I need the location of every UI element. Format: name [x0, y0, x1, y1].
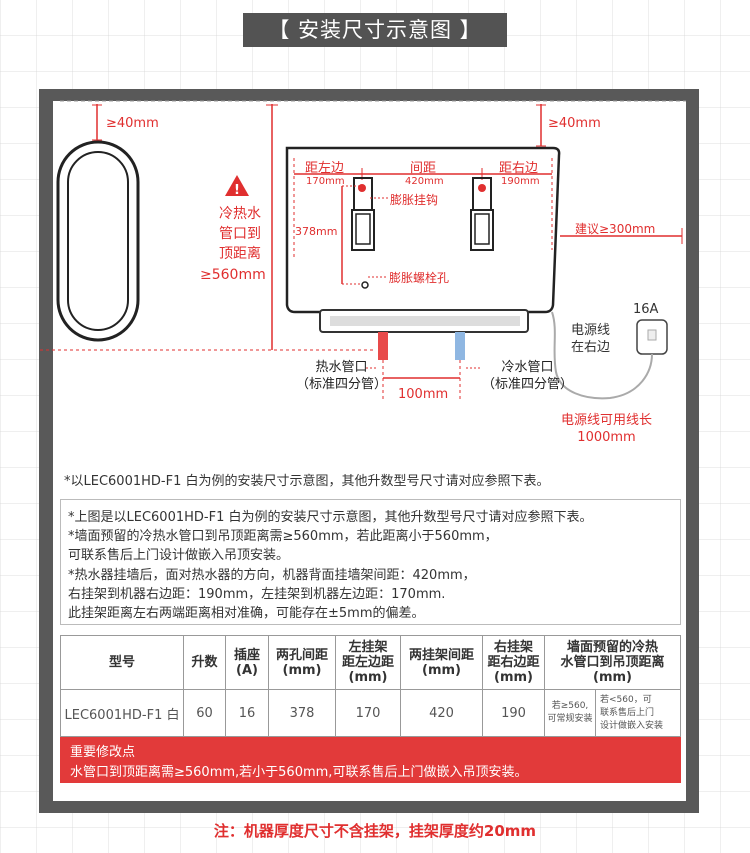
spec-table: 型号 升数 插座 (A) 两孔间距 (mm) 左挂架 距左边距 (mm) 两挂架…: [60, 635, 681, 737]
gap-left-label: ≥40mm: [106, 116, 159, 131]
header-cell: 升数: [183, 635, 226, 690]
note-line: 可联系售后上门设计做嵌入吊顶安装。: [68, 548, 290, 563]
note-line: *热水器挂墙后，面对热水器的方向，机器背面挂墙架间距：420mm，: [68, 568, 476, 583]
header-cell: 插座 (A): [225, 635, 269, 690]
dist-left-label: 距左边: [305, 161, 345, 176]
power-cord: [551, 311, 653, 400]
page-title: 【 安装尺寸示意图 】: [243, 13, 507, 47]
spacing-label: 间距: [410, 161, 437, 176]
important-title: 重要修改点: [70, 745, 136, 760]
header-cell: 左挂架 距左边距 (mm): [335, 635, 401, 690]
bolt-label: 膨胀螺栓孔: [389, 271, 450, 285]
important-text: 水管口到顶距离需≥560mm,若小于560mm,可联系售后上门做嵌入吊顶安装。: [70, 765, 528, 780]
header-cell: 两挂架间距 (mm): [400, 635, 483, 690]
install-embed-cell: 若<560，可 联系售后上门 设计做嵌入安装: [595, 689, 681, 737]
hole-spacing-cell: 378: [268, 689, 336, 737]
hook-label: 膨胀挂钩: [390, 193, 439, 207]
cold-pipe: [455, 332, 465, 360]
left-hook-cell: 170: [335, 689, 401, 737]
hot-pipe-label: 热水管口 （标准四分管）: [296, 360, 388, 392]
socket-cell: 16: [225, 689, 269, 737]
spacing-value: 420mm: [405, 176, 444, 187]
install-normal-cell: 若≥560, 可常规安装: [544, 689, 596, 737]
gap-top-right-label: ≥40mm: [548, 116, 601, 131]
right-suggest-label: 建议≥300mm: [575, 222, 656, 236]
power-side-label: 电源线 在右边: [571, 323, 611, 355]
mirror-shape: [56, 140, 140, 342]
note-line: 此挂架距离左右两端距离相对准确，可能存在±5mm的偏差。: [68, 606, 425, 621]
dist-right-label: 距右边: [499, 161, 539, 176]
header-cell: 两孔间距 (mm): [268, 635, 336, 690]
cold-pipe-label: 冷水管口 （标准四分管）: [482, 360, 574, 392]
note-line: 右挂架到机器右边距：190mm，左挂架到机器左边距：170mm.: [68, 587, 446, 602]
right-hook-cell: 190: [482, 689, 545, 737]
bolt-hole: [361, 281, 369, 289]
hot-pipe: [378, 332, 388, 360]
footer-note: 注：机器厚度尺寸不含挂架，挂架厚度约20mm: [213, 822, 537, 840]
table-header-row: 型号 升数 插座 (A) 两孔间距 (mm) 左挂架 距左边距 (mm) 两挂架…: [60, 635, 681, 690]
warning-icon: [225, 175, 249, 196]
notes-box: [60, 499, 681, 625]
header-cell: 型号: [60, 635, 184, 690]
cord-length: 电源线可用线长 1000mm: [561, 413, 653, 445]
dist-left-value: 170mm: [306, 176, 345, 187]
hook-spacing-cell: 420: [400, 689, 483, 737]
note-line: *上图是以LEC6001HD-F1 白为例的安装尺寸示意图，其他升数型号尺寸请对…: [68, 510, 593, 525]
socket-amp: 16A: [633, 302, 659, 317]
header-cell: 右挂架 距右边距 (mm): [482, 635, 545, 690]
header-cell: 墙面预留的冷热 水管口到吊顶距离 (mm): [544, 635, 681, 690]
table-row: LEC6001HD-F1 白 60 16 378 170 420 190 若≥5…: [60, 689, 681, 737]
height-value: 378mm: [295, 225, 338, 238]
pipe-spacing: 100mm: [398, 387, 449, 402]
warn-label: 冷热水 管口到 顶距离: [219, 206, 261, 262]
model-cell: LEC6001HD-F1 白: [60, 689, 184, 737]
dist-right-value: 190mm: [501, 176, 540, 187]
note-top: *以LEC6001HD-F1 白为例的安装尺寸示意图，其他升数型号尺寸请对应参照…: [64, 474, 550, 489]
right-hook: [470, 177, 494, 251]
important-box: 重要修改点 水管口到顶距离需≥560mm,若小于560mm,可联系售后上门做嵌入…: [60, 737, 681, 783]
note-line: *墙面预留的冷热水管口到吊顶距离需≥560mm，若此距离小于560mm，: [68, 529, 498, 544]
volume-cell: 60: [183, 689, 226, 737]
warn-distance: ≥560mm: [200, 267, 266, 283]
svg-text:!: !: [234, 183, 240, 198]
